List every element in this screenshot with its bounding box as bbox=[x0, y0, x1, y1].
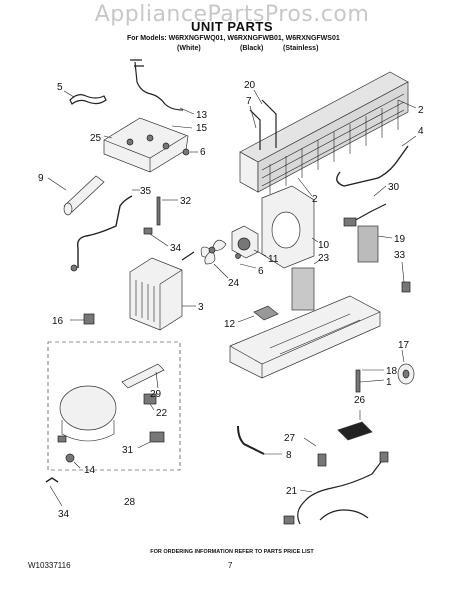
part-rod-32 bbox=[156, 196, 161, 226]
part-clip-34b bbox=[45, 477, 59, 483]
part-base-plate bbox=[229, 295, 381, 379]
callout-34: 34 bbox=[170, 243, 182, 254]
document-number: W10337116 bbox=[28, 561, 71, 570]
callout-19: 19 bbox=[394, 234, 406, 245]
callout-21: 21 bbox=[286, 486, 298, 497]
part-tube-4 bbox=[336, 145, 409, 187]
callout-10: 10 bbox=[318, 240, 330, 251]
part-capacitor-31 bbox=[149, 431, 165, 443]
callout-25: 25 bbox=[90, 133, 102, 144]
part-grommet-14 bbox=[65, 453, 75, 463]
part-screw-6a bbox=[182, 148, 190, 156]
part-harness-21 bbox=[297, 457, 385, 525]
part-pad-26 bbox=[337, 421, 373, 441]
callout-20: 20 bbox=[244, 80, 256, 91]
callout-26: 26 bbox=[354, 395, 366, 406]
watermark: AppliancePartsPros.com bbox=[94, 2, 370, 27]
part-pad-12 bbox=[253, 305, 279, 321]
callout-15: 15 bbox=[196, 123, 208, 134]
callout-33: 33 bbox=[394, 250, 406, 261]
callout-24: 24 bbox=[228, 278, 240, 289]
part-wire-clip bbox=[69, 94, 107, 105]
part-screw-6b bbox=[235, 253, 241, 259]
callout-7: 7 bbox=[246, 96, 252, 107]
callout-28: 28 bbox=[124, 497, 136, 508]
callout-23: 23 bbox=[318, 253, 330, 264]
callout-18: 18 bbox=[386, 366, 398, 377]
callout-9: 9 bbox=[38, 173, 44, 184]
callout-6: 6 bbox=[200, 147, 206, 158]
callout-16: 16 bbox=[52, 316, 64, 327]
part-gasket-19 bbox=[357, 225, 379, 263]
callout-17: 17 bbox=[398, 340, 410, 351]
page-number: 7 bbox=[228, 561, 233, 570]
part-pin-18 bbox=[355, 369, 361, 393]
part-wheel-17 bbox=[397, 363, 415, 385]
callout-2: 2 bbox=[418, 105, 424, 116]
callout-4: 4 bbox=[418, 126, 424, 137]
part-tubing-35 bbox=[76, 195, 133, 268]
callout-32: 32 bbox=[180, 196, 192, 207]
callout-3: 3 bbox=[198, 302, 204, 313]
part-clip-34a bbox=[143, 227, 153, 235]
part-pad-23 bbox=[291, 267, 315, 311]
color-white: (White) bbox=[177, 45, 201, 52]
part-insulation-9 bbox=[63, 175, 105, 216]
compressor-kit-outline bbox=[47, 341, 181, 471]
models-line: For Models: W6RXNGFWQ01, W6RXNGFWB01, W6… bbox=[127, 35, 340, 42]
page-title: UNIT PARTS bbox=[190, 19, 274, 34]
part-relay-29 bbox=[121, 363, 165, 389]
callout-14: 14 bbox=[84, 465, 96, 476]
callout-13: 13 bbox=[196, 110, 208, 121]
callout-5: 5 bbox=[57, 82, 63, 93]
callout-2b: 2 bbox=[312, 194, 318, 205]
part-tube-8 bbox=[237, 425, 265, 455]
part-condenser-3 bbox=[129, 251, 195, 331]
callout-8: 8 bbox=[286, 450, 292, 461]
part-fan-blade bbox=[200, 239, 227, 265]
callout-22: 22 bbox=[156, 408, 168, 419]
ordering-note: FOR ORDERING INFORMATION REFER TO PARTS … bbox=[150, 549, 314, 555]
callout-27: 27 bbox=[284, 433, 296, 444]
callout-11: 11 bbox=[268, 254, 279, 265]
part-compressor bbox=[57, 385, 117, 443]
part-clip-33 bbox=[401, 281, 411, 293]
part-fan-motor bbox=[231, 225, 259, 259]
callout-1: 1 bbox=[386, 377, 392, 388]
callout-29: 29 bbox=[150, 389, 162, 400]
callout-6b: 6 bbox=[258, 266, 264, 277]
part-sensor-30 bbox=[351, 203, 387, 223]
callout-30: 30 bbox=[388, 182, 400, 193]
callout-35: 35 bbox=[140, 186, 152, 197]
color-stainless: (Stainless) bbox=[283, 45, 319, 52]
callout-34b: 34 bbox=[58, 509, 70, 520]
color-black: (Black) bbox=[240, 45, 264, 52]
part-clip-16 bbox=[83, 313, 95, 325]
part-harness-13 bbox=[134, 61, 184, 111]
part-condenser-coil bbox=[239, 71, 409, 194]
part-clip-27 bbox=[317, 453, 327, 467]
callout-31: 31 bbox=[122, 445, 134, 456]
callout-12: 12 bbox=[224, 319, 236, 330]
